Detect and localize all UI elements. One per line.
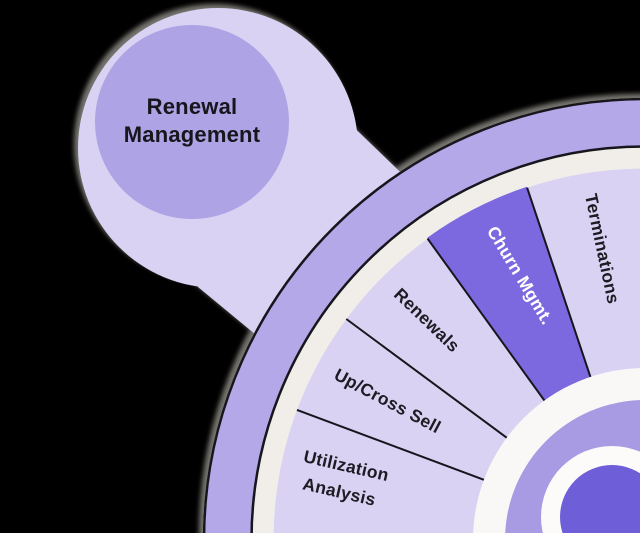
- wedge-churn-mgmt: [427, 186, 598, 419]
- wheel: Terminations Churn Mgmt. Renewals Up/Cro…: [202, 97, 640, 533]
- divider-renewals-upcross: [345, 318, 511, 441]
- divider-terminations-churn: [526, 187, 593, 382]
- divider-upcross-utilization: [296, 408, 488, 483]
- divider-churn-renewals: [426, 238, 548, 405]
- bubble-title-line2: Management: [124, 122, 261, 147]
- hub-circle: [560, 465, 640, 533]
- bubble-title-line1: Renewal: [147, 94, 238, 119]
- segment-dividers: [296, 187, 593, 483]
- callout-bubble: Renewal Management: [95, 25, 289, 219]
- bubble-circle: [95, 25, 289, 219]
